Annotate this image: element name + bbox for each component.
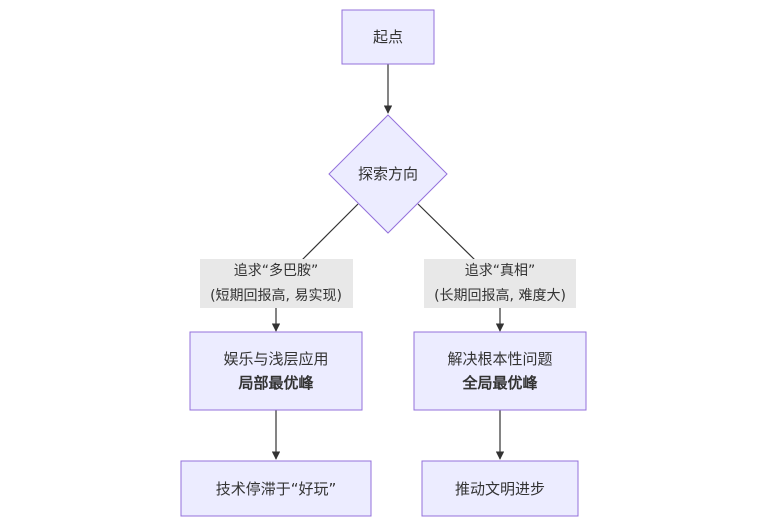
node-left-end-label: 技术停滞于“好玩”: [216, 480, 337, 498]
edge-label-right: 追求“真相” (长期回报高, 难度大): [424, 259, 576, 308]
node-left-mid: 娱乐与浅层应用 局部最优峰: [189, 331, 363, 411]
edge-label-right-line1: 追求“真相”: [465, 263, 536, 279]
node-decision: 探索方向: [328, 114, 448, 234]
node-right-mid-line2: 全局最优峰: [461, 374, 538, 392]
node-left-end: 技术停滞于“好玩”: [180, 460, 372, 517]
node-decision-label: 探索方向: [358, 165, 418, 183]
edge-label-left-bg: [200, 259, 353, 308]
node-start: 起点: [341, 9, 435, 65]
node-left-mid-box: [189, 331, 363, 411]
edge-label-left-line2: (短期回报高, 易实现): [210, 287, 342, 304]
node-start-box: [341, 9, 435, 65]
edge-decision-to-right-label: [417, 203, 476, 261]
node-right-mid-box: [413, 331, 587, 411]
node-left-mid-line1: 娱乐与浅层应用: [223, 350, 328, 368]
node-left-mid-line2: 局部最优峰: [237, 374, 314, 392]
node-right-end-box: [421, 460, 579, 517]
node-decision-diamond: [328, 114, 448, 234]
edge-decision-to-left-label: [301, 203, 359, 261]
node-start-label: 起点: [373, 28, 403, 46]
node-right-end-label: 推动文明进步: [455, 480, 545, 498]
node-right-mid-line1: 解决根本性问题: [447, 350, 552, 368]
node-right-end: 推动文明进步: [421, 460, 579, 517]
edge-label-right-bg: [424, 259, 576, 308]
node-right-mid: 解决根本性问题 全局最优峰: [413, 331, 587, 411]
edge-label-left: 追求“多巴胺” (短期回报高, 易实现): [200, 259, 353, 308]
edge-label-right-line2: (长期回报高, 难度大): [434, 287, 566, 304]
edge-label-left-line1: 追求“多巴胺”: [234, 262, 319, 279]
edges: [271, 64, 505, 460]
node-left-end-box: [180, 460, 372, 517]
